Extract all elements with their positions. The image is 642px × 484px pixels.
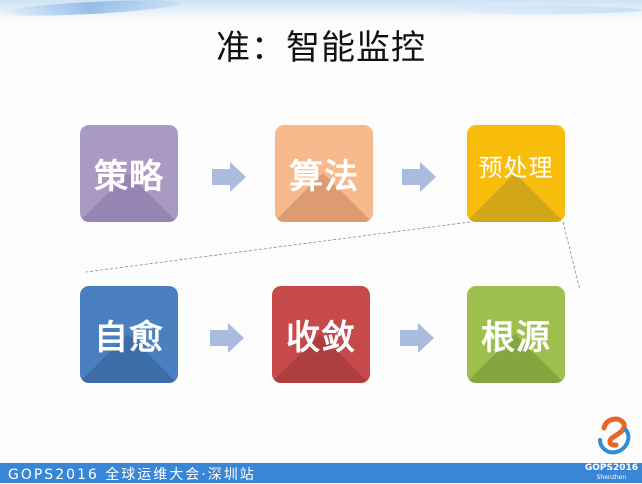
box-algorithm: 算法 [275,125,373,222]
box-label: 自愈 [94,318,164,358]
box-label: 根源 [481,318,551,358]
top-banner [0,0,642,22]
box-root-cause: 根源 [467,286,565,383]
gops-logo-icon [598,416,631,455]
slide-title: 准：智能监控 [216,28,426,68]
box-label: 策略 [94,157,164,197]
footer-logo-text: GOPS2016 Shenzhen [585,464,638,482]
arrow-right-icon [212,162,246,192]
box-self-healing: 自愈 [80,286,178,383]
arrow-right-icon [402,162,436,192]
box-label: 预处理 [478,154,554,182]
box-label: 收敛 [286,318,356,358]
logo-line2: Shenzhen [596,474,627,481]
banner-swoosh [420,6,642,14]
box-convergence: 收敛 [272,286,370,383]
footer-bar: GOPS2016 全球运维大会·深圳站 GOPS2016 Shenzhen [0,463,642,483]
arrow-right-icon [210,323,244,353]
arrow-right-icon [400,323,434,353]
footer-text: GOPS2016 全球运维大会·深圳站 [8,467,256,483]
box-label: 算法 [289,157,359,197]
box-strategy: 策略 [80,125,178,222]
logo-line1: GOPS2016 [584,463,638,473]
box-preprocess: 预处理 [467,125,565,222]
